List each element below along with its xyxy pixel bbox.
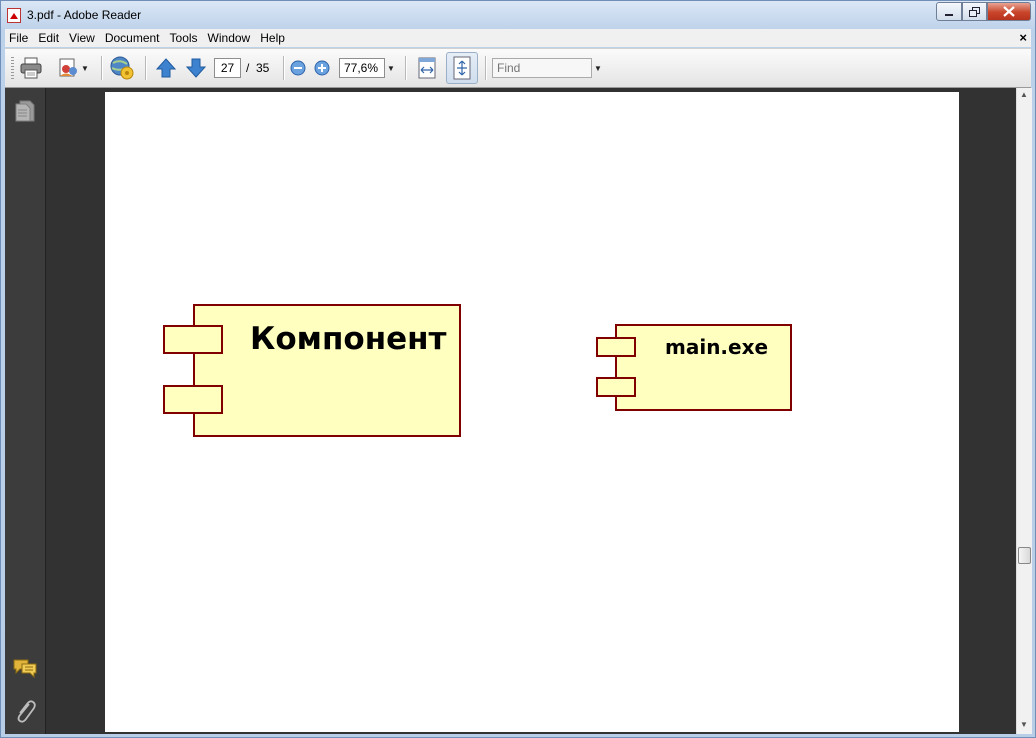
zoom-in-button[interactable] xyxy=(312,55,332,81)
close-document-button[interactable]: × xyxy=(1019,30,1027,45)
pdf-page: Компонент main.exe xyxy=(105,92,959,732)
toolbar-separator xyxy=(485,56,487,80)
menu-tools[interactable]: Tools xyxy=(169,31,198,45)
scroll-up-icon[interactable]: ▲ xyxy=(1020,90,1028,99)
uml-component-port xyxy=(596,337,636,357)
close-window-button[interactable] xyxy=(987,2,1031,21)
component-label-small: main.exe xyxy=(665,335,769,359)
close-icon xyxy=(1003,6,1015,17)
collaborate-icon xyxy=(59,58,78,77)
zoom-dropdown-icon[interactable]: ▼ xyxy=(387,64,395,73)
navigation-panel xyxy=(5,88,46,734)
menu-edit[interactable]: Edit xyxy=(38,31,60,45)
zoom-level: 77,6% xyxy=(344,61,379,75)
component-label-large: Компонент xyxy=(250,321,447,357)
next-page-icon xyxy=(185,58,207,78)
web-review-icon xyxy=(110,56,134,80)
uml-component-small xyxy=(615,324,792,411)
toolbar-separator xyxy=(145,56,147,80)
collaborate-dropdown-icon[interactable]: ▼ xyxy=(81,63,89,73)
menu-help[interactable]: Help xyxy=(260,31,285,45)
uml-component-port xyxy=(163,385,223,414)
previous-page-icon xyxy=(155,58,177,78)
zoom-out-icon xyxy=(290,60,306,76)
pdf-file-icon xyxy=(7,8,21,23)
zoom-out-button[interactable] xyxy=(288,55,308,81)
uml-component-large xyxy=(193,304,461,437)
toolbar: ▼ 27 / 35 xyxy=(5,48,1031,88)
collaborate-button[interactable]: ▼ xyxy=(53,55,93,81)
menu-document[interactable]: Document xyxy=(104,31,160,45)
find-input[interactable] xyxy=(492,58,592,78)
restore-icon xyxy=(968,6,980,17)
print-icon xyxy=(20,57,42,79)
pages-panel-icon xyxy=(15,100,35,122)
zoom-in-icon xyxy=(314,60,330,76)
fit-page-button[interactable] xyxy=(446,52,478,84)
vertical-scrollbar[interactable]: ▲ ▼ xyxy=(1016,88,1032,734)
window-title: 3.pdf - Adobe Reader xyxy=(27,8,142,22)
toolbar-separator xyxy=(101,56,103,80)
document-viewport[interactable]: Компонент main.exe xyxy=(46,88,1016,734)
toolbar-separator xyxy=(283,56,285,80)
toolbar-grip[interactable] xyxy=(11,57,14,79)
menu-bar: File Edit View Document Tools Window Hel… xyxy=(5,29,1031,47)
minimize-icon xyxy=(945,13,953,16)
scrollbar-thumb[interactable] xyxy=(1018,547,1031,564)
print-button[interactable] xyxy=(17,55,45,81)
fit-width-button[interactable] xyxy=(414,55,440,81)
find-dropdown-icon[interactable]: ▼ xyxy=(594,64,602,73)
page-separator: / xyxy=(246,61,250,75)
attachments-panel-button[interactable] xyxy=(14,699,36,726)
uml-component-port xyxy=(596,377,636,397)
previous-page-button[interactable] xyxy=(153,55,179,81)
attachments-panel-icon xyxy=(17,700,36,723)
fit-width-icon xyxy=(418,57,436,79)
web-review-button[interactable] xyxy=(107,55,137,81)
title-bar[interactable]: 3.pdf - Adobe Reader xyxy=(1,1,1035,29)
comments-panel-button[interactable] xyxy=(13,658,37,681)
total-pages: 35 xyxy=(256,61,270,75)
toolbar-separator xyxy=(405,56,407,80)
menu-window[interactable]: Window xyxy=(207,31,251,45)
window-controls xyxy=(936,2,1031,22)
zoom-input[interactable]: 77,6% xyxy=(339,58,385,78)
minimize-button[interactable] xyxy=(936,2,962,21)
comments-panel-icon xyxy=(13,659,37,679)
menu-file[interactable]: File xyxy=(9,31,29,45)
pages-panel-button[interactable] xyxy=(15,100,35,125)
next-page-button[interactable] xyxy=(183,55,209,81)
maximize-button[interactable] xyxy=(962,2,987,21)
current-page: 27 xyxy=(220,61,235,75)
scroll-down-icon[interactable]: ▼ xyxy=(1020,720,1028,729)
fit-page-icon xyxy=(453,56,471,80)
page-number-input[interactable]: 27 xyxy=(214,58,241,78)
uml-component-port xyxy=(163,325,223,354)
menu-view[interactable]: View xyxy=(69,31,95,45)
